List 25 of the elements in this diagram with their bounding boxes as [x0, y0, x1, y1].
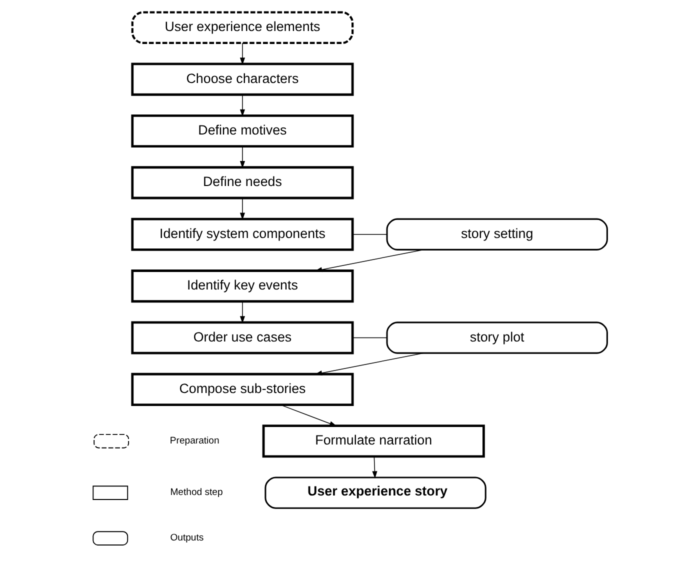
arrow	[314, 352, 424, 376]
node-box: story setting	[386, 218, 608, 250]
node-box: Define motives	[130, 114, 354, 148]
node-box: Identify system components	[130, 218, 354, 251]
node-box: Order use cases	[130, 321, 354, 354]
arrow	[280, 404, 336, 426]
arrow	[239, 94, 245, 117]
connector	[352, 234, 387, 235]
legend-label: Method step	[170, 487, 222, 498]
connector	[352, 337, 387, 338]
node-box: Identify key events	[130, 270, 354, 303]
legend-label: Outputs	[170, 532, 204, 544]
node-box: User experience elements	[130, 11, 354, 44]
node-box: Formulate narration	[262, 424, 484, 458]
arrow	[239, 198, 245, 220]
node-box: story plot	[386, 322, 608, 354]
arrow	[372, 456, 377, 478]
node-box: Compose sub-stories	[130, 372, 354, 406]
node-box: User experience story	[264, 476, 486, 509]
arrow	[239, 146, 245, 168]
legend-label: Preparation	[169, 436, 219, 447]
node-box: Choose characters	[130, 62, 354, 96]
arrow	[239, 301, 245, 324]
node-box: Define needs	[130, 166, 354, 200]
arrow	[239, 42, 245, 65]
